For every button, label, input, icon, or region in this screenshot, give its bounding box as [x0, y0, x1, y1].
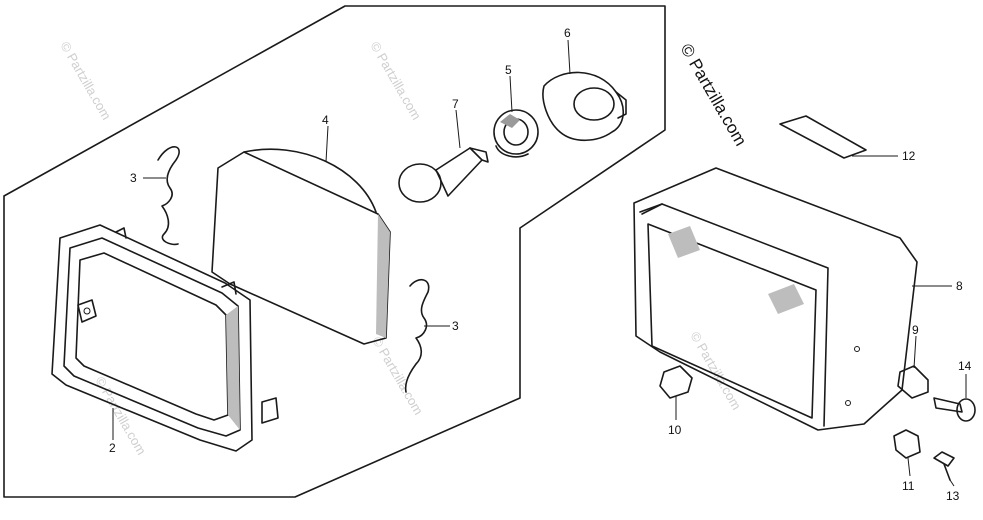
leader-4 — [325, 125, 329, 163]
bulb — [398, 147, 489, 203]
adjusting-spring-lower — [404, 279, 430, 393]
leader-lines — [112, 39, 967, 487]
leader-7 — [455, 109, 461, 149]
callout-5: 5 — [505, 63, 512, 77]
callout-2: 2 — [109, 441, 116, 455]
emblem-plate — [779, 115, 867, 159]
leader-11 — [907, 457, 911, 477]
callout-3-upper: 3 — [130, 171, 137, 185]
callout-14: 14 — [958, 359, 972, 373]
faint-watermarks: © Partzilla.com © Partzilla.com © Partzi… — [57, 39, 744, 457]
faint-watermark-5: © Partzilla.com — [687, 329, 744, 412]
callout-13: 13 — [946, 489, 960, 503]
adjusting-spring-upper — [157, 146, 180, 246]
leader-13 — [949, 479, 955, 487]
leader-6 — [567, 39, 571, 75]
callout-3-lower: 3 — [452, 319, 459, 333]
callout-4: 4 — [322, 113, 329, 127]
bolt-14 — [933, 397, 976, 422]
faint-watermark-4: © Partzilla.com — [369, 334, 426, 417]
headlight-case — [633, 167, 918, 431]
faint-watermark-1: © Partzilla.com — [57, 39, 114, 122]
screw-13 — [933, 451, 955, 481]
bulb-socket — [493, 109, 539, 158]
callout-8: 8 — [956, 279, 963, 293]
collar — [893, 429, 921, 459]
callout-12: 12 — [902, 149, 916, 163]
assembly-outline — [3, 5, 666, 498]
faint-watermark-2: © Partzilla.com — [367, 39, 424, 122]
callout-9: 9 — [912, 323, 919, 337]
callout-labels: 2 3 3 4 5 6 7 8 9 10 11 12 13 14 — [109, 26, 972, 503]
leader-5 — [509, 75, 513, 113]
callout-7: 7 — [452, 97, 459, 111]
callout-6: 6 — [564, 26, 571, 40]
dust-cover — [542, 71, 627, 142]
callout-11: 11 — [902, 479, 915, 493]
leader-9 — [913, 335, 917, 369]
partzilla-watermark: © Partzilla.com — [677, 41, 751, 150]
callout-10: 10 — [668, 423, 682, 437]
headlight-rim — [51, 224, 279, 452]
sealed-beam-unit — [211, 148, 391, 345]
nut-clip — [659, 365, 693, 399]
